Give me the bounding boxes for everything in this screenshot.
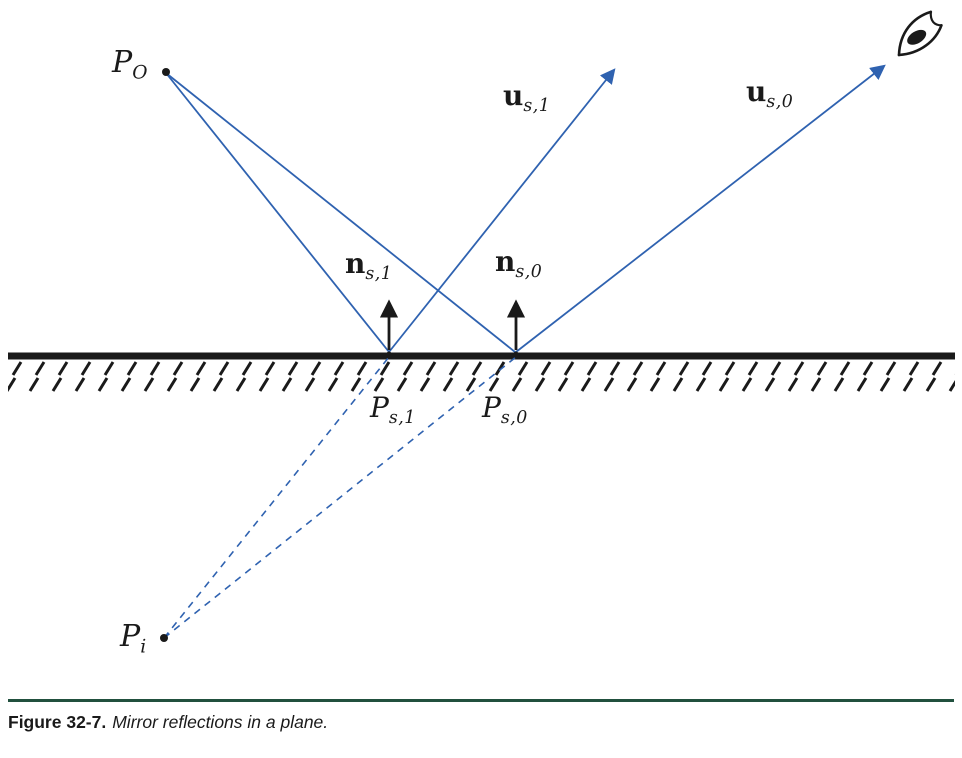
label-p-o: PO	[112, 45, 148, 84]
point-po-dot	[162, 68, 170, 76]
figure-caption-label: Figure 32-7.	[8, 712, 107, 732]
point-ps1-dot	[386, 351, 392, 357]
point-pi-dot	[160, 634, 168, 642]
incident-ray-0	[165, 72, 516, 353]
reflected-ray-us1	[388, 68, 616, 353]
incident-ray-1	[165, 72, 390, 353]
caption-divider	[8, 699, 954, 702]
eye-icon	[897, 10, 943, 57]
virtual-ray-to-ps0	[163, 356, 517, 639]
label-n-s0: ns,0	[495, 245, 543, 283]
label-p-i: Pi	[120, 619, 147, 658]
label-u-s1: us,1	[503, 79, 551, 117]
virtual-ray-to-ps1	[163, 356, 390, 639]
surface-hatching	[8, 360, 955, 394]
label-u-s0: us,0	[746, 75, 794, 113]
label-p-s1: Ps,1	[370, 391, 416, 429]
figure-caption: Figure 32-7.Mirror reflections in a plan…	[8, 712, 328, 733]
label-p-s0: Ps,0	[482, 391, 528, 429]
point-ps0-dot	[513, 351, 519, 357]
reflected-ray-us0	[515, 64, 886, 353]
figure-caption-text: Mirror reflections in a plane.	[112, 712, 329, 732]
label-n-s1: ns,1	[345, 247, 393, 285]
